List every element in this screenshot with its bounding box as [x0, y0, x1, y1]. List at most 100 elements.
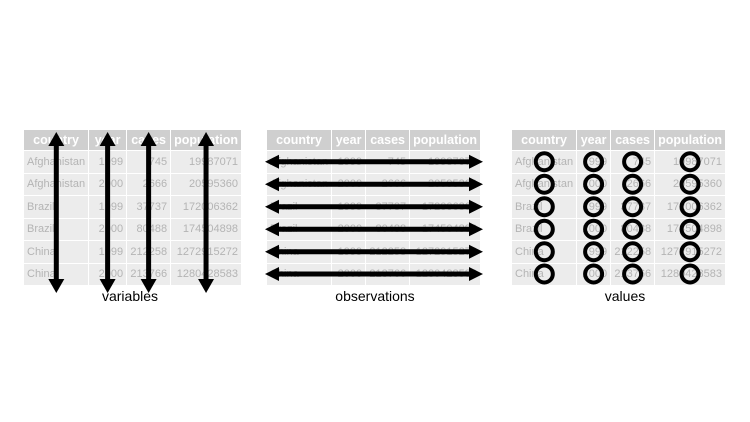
column-header-population: population [170, 130, 242, 151]
table-cell-population: 19987071 [170, 150, 242, 173]
table-cell-country: Afghanistan [24, 150, 90, 173]
table-cell-cases: 745 [610, 150, 656, 173]
table-cell-year: 2000 [88, 262, 128, 285]
table-cell-country: China [512, 262, 578, 285]
table-cell-country: Brazil [24, 217, 90, 241]
table-cell-country: China [24, 240, 90, 263]
column-header-country: country [267, 130, 333, 151]
table-cell-year: 1999 [88, 150, 128, 173]
table-cell-cases: 37737 [365, 195, 411, 218]
table-cell-year: 1999 [576, 150, 612, 173]
table-cell-country: China [267, 240, 333, 263]
table-cell-population: 20595360 [654, 172, 726, 196]
column-header-country: country [512, 130, 578, 151]
table-cell-cases: 212258 [126, 240, 172, 263]
table-cell-population: 172006362 [409, 195, 481, 218]
table-cell-population: 20595360 [409, 172, 481, 196]
values-caption: values [604, 288, 646, 304]
table-cell-year: 2000 [331, 217, 367, 241]
table-cell-country: Afghanistan [512, 150, 578, 173]
table-cell-year: 2000 [576, 262, 612, 285]
table-cell-country: China [512, 240, 578, 263]
table-cell-population: 1272915272 [654, 240, 726, 263]
table-cell-cases: 213766 [610, 262, 656, 285]
table-cell-year: 1999 [576, 195, 612, 218]
table-cell-country: Brazil [267, 195, 333, 218]
column-header-population: population [409, 130, 481, 151]
table-cell-year: 1999 [331, 150, 367, 173]
observations-caption: observations [335, 288, 415, 304]
column-header-cases: cases [365, 130, 411, 151]
column-header-year: year [331, 130, 367, 151]
table-cell-country: Brazil [512, 217, 578, 241]
table-cell-cases: 37737 [610, 195, 656, 218]
table-cell-cases: 213766 [126, 262, 172, 285]
table-cell-population: 20595360 [170, 172, 242, 196]
table-cell-cases: 80488 [365, 217, 411, 241]
table-cell-cases: 212258 [610, 240, 656, 263]
table-cell-country: Afghanistan [24, 172, 90, 196]
table-cell-population: 172006362 [654, 195, 726, 218]
table-cell-cases: 212258 [365, 240, 411, 263]
table-cell-country: Afghanistan [267, 172, 333, 196]
table-cell-population: 174504898 [170, 217, 242, 241]
table-cell-year: 2000 [331, 262, 367, 285]
table-cell-population: 174504898 [654, 217, 726, 241]
table-cell-population: 1280428583 [409, 262, 481, 285]
table-cell-cases: 80488 [610, 217, 656, 241]
table-cell-population: 19987071 [654, 150, 726, 173]
table-cell-year: 1999 [88, 240, 128, 263]
table-cell-year: 1999 [331, 195, 367, 218]
table-cell-cases: 745 [365, 150, 411, 173]
table-cell-cases: 80488 [126, 217, 172, 241]
column-header-country: country [24, 130, 90, 151]
table-cell-country: Brazil [24, 195, 90, 218]
table-cell-population: 19987071 [409, 150, 481, 173]
table-cell-cases: 2666 [365, 172, 411, 196]
table-cell-cases: 37737 [126, 195, 172, 218]
table-cell-year: 1999 [331, 240, 367, 263]
table-cell-population: 1272915272 [170, 240, 242, 263]
table-cell-country: Afghanistan [267, 150, 333, 173]
table-cell-population: 1280428583 [170, 262, 242, 285]
column-header-cases: cases [126, 130, 172, 151]
table-cell-population: 1272915272 [409, 240, 481, 263]
table-cell-year: 2000 [88, 217, 128, 241]
table-cell-country: China [267, 262, 333, 285]
table-cell-country: Afghanistan [512, 172, 578, 196]
table-cell-year: 2000 [576, 172, 612, 196]
table-cell-cases: 2666 [610, 172, 656, 196]
variables-caption: variables [101, 288, 159, 304]
column-header-year: year [88, 130, 128, 151]
table-cell-country: Brazil [512, 195, 578, 218]
table-cell-population: 172006362 [170, 195, 242, 218]
table-cell-population: 174504898 [409, 217, 481, 241]
table-cell-year: 2000 [331, 172, 367, 196]
